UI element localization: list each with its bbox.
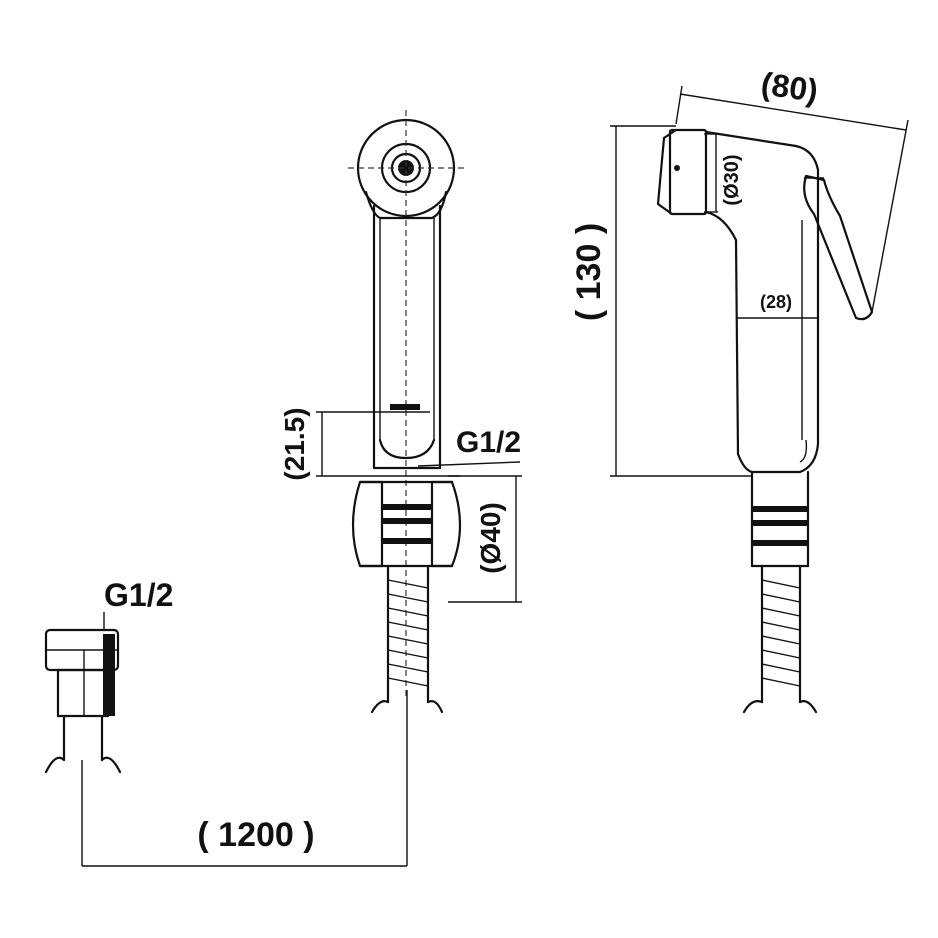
- side-hose: [742, 564, 818, 714]
- front-hose: [370, 564, 444, 714]
- side-fitting: [750, 470, 810, 568]
- head-length-label: (80): [759, 65, 820, 109]
- nozzle-diameter-dimension: [704, 133, 718, 213]
- bracket-height-dimension: [316, 411, 460, 477]
- wall-bracket: [351, 480, 462, 568]
- side-view-spray: [656, 128, 874, 474]
- bracket-diameter-label: (Ø40): [475, 502, 506, 574]
- bracket-height-label: (21.5): [279, 407, 310, 480]
- hose-length-dimension: [81, 690, 408, 867]
- head-height-dimension: [610, 125, 752, 477]
- outlet-thread-label: G1/2: [456, 426, 521, 459]
- bracket-diameter-dimension: [448, 475, 522, 603]
- head-height-label: ( 130 ): [570, 223, 608, 321]
- head-length-dimension: [675, 85, 909, 313]
- handle-width-label: (28): [760, 292, 792, 312]
- front-view-spray: [348, 110, 464, 700]
- hose-length-label: ( 1200 ): [197, 816, 314, 854]
- inlet-thread-label: G1/2: [104, 577, 173, 613]
- nozzle-diameter-label: (Ø30): [721, 154, 743, 205]
- inlet-connector: [44, 628, 122, 774]
